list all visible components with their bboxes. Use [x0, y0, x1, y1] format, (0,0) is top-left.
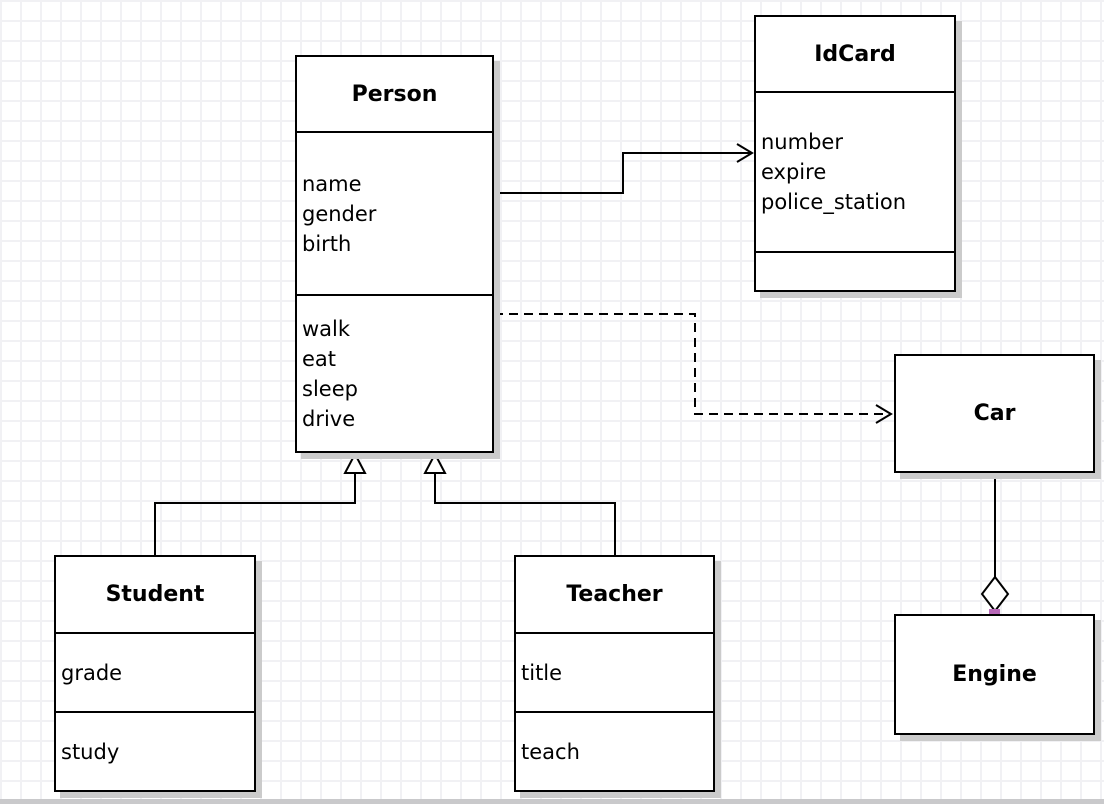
method: eat: [302, 346, 337, 371]
edge-car-engine[interactable]: [980, 467, 1010, 620]
attributes-compartment: name gender birth: [297, 133, 492, 296]
methods-compartment: teach: [516, 713, 713, 790]
attribute: expire: [761, 160, 827, 184]
attributes-compartment: grade: [56, 634, 254, 713]
method: teach: [521, 739, 580, 764]
edge-person-idcard[interactable]: [494, 143, 754, 194]
aggregation-diamond-icon: [980, 575, 1010, 613]
class-title: Car: [973, 401, 1016, 426]
class-box-person[interactable]: Person name gender birth walk eat sleep …: [295, 55, 494, 453]
open-arrowhead-icon: [875, 404, 893, 424]
class-box-car[interactable]: Car: [894, 354, 1095, 473]
edge-person-car[interactable]: [494, 313, 893, 424]
class-title: Student: [56, 557, 254, 634]
class-title: Teacher: [516, 557, 713, 634]
class-title: Person: [297, 57, 492, 133]
attribute: title: [521, 660, 563, 685]
attribute: police_station: [761, 190, 907, 214]
method: study: [61, 739, 120, 764]
class-title: Engine: [952, 662, 1037, 687]
generalization-triangle-icon: [343, 451, 367, 474]
class-box-engine[interactable]: Engine: [894, 614, 1095, 735]
window-bottom-edge: [0, 799, 1104, 804]
class-box-student[interactable]: Student grade study: [54, 555, 256, 792]
attribute: name: [302, 171, 362, 196]
generalization-triangle-icon: [423, 451, 447, 474]
attribute: number: [761, 130, 843, 154]
class-box-idcard[interactable]: IdCard number expire police_station: [754, 15, 956, 292]
open-arrowhead-icon: [736, 143, 754, 163]
methods-compartment: walk eat sleep drive: [297, 296, 492, 451]
attribute: gender: [302, 201, 377, 226]
edge-teacher-person[interactable]: [423, 451, 616, 555]
attribute: birth: [302, 231, 352, 256]
attributes-compartment: number expire police_station: [756, 93, 954, 253]
methods-compartment: [756, 253, 954, 290]
methods-compartment: study: [56, 713, 254, 790]
attribute: grade: [61, 660, 123, 685]
class-box-teacher[interactable]: Teacher title teach: [514, 555, 715, 792]
class-title: IdCard: [756, 17, 954, 93]
method: drive: [302, 406, 356, 431]
method: walk: [302, 316, 351, 341]
method: sleep: [302, 376, 358, 401]
edge-student-person[interactable]: [154, 451, 367, 555]
attributes-compartment: title: [516, 634, 713, 713]
